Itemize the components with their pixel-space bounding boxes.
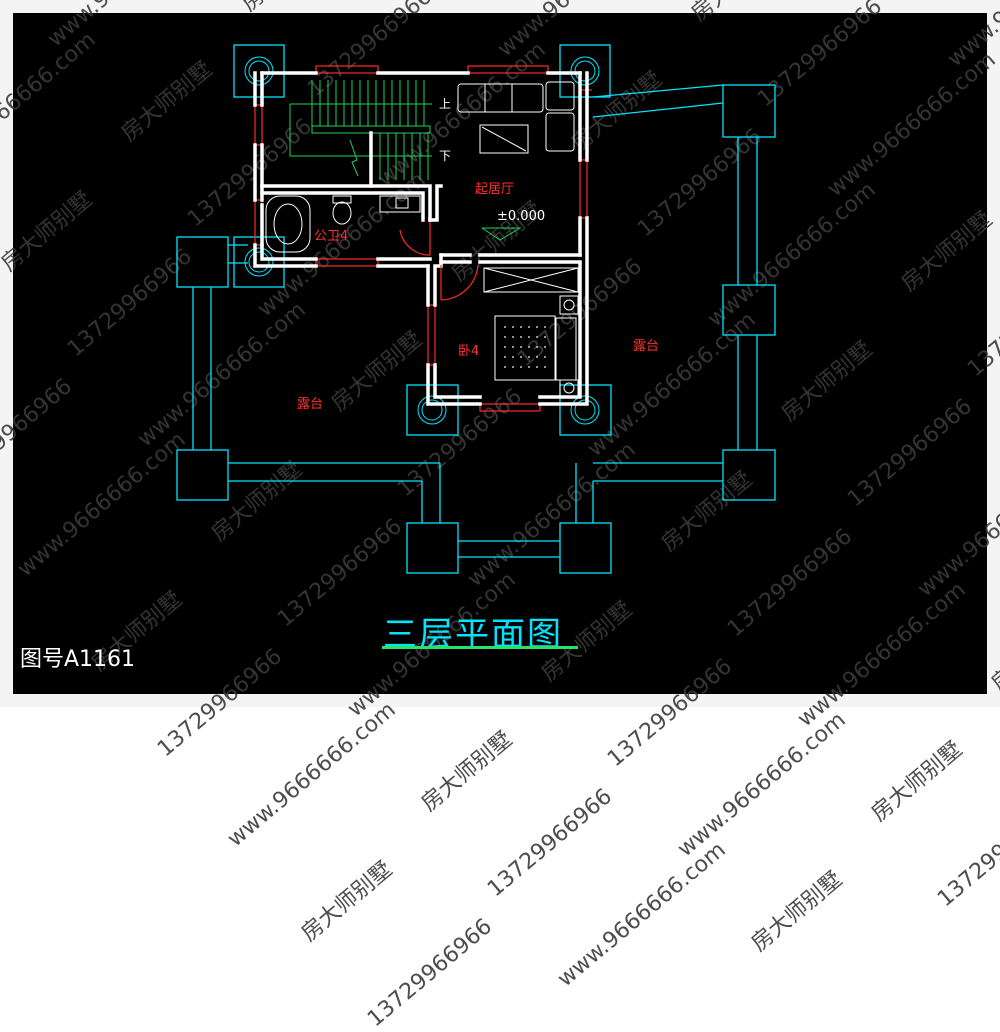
window: [315, 258, 379, 267]
room-label-bedroom: 卧4: [458, 344, 479, 359]
room-label-living: 起居厅: [475, 182, 514, 197]
coffee-table: [479, 124, 529, 154]
elevation-marker: [481, 227, 522, 241]
watermark-text: 13729966966: [363, 914, 498, 1032]
toilet: [332, 201, 352, 225]
window-group: [254, 65, 592, 412]
title-underline: [382, 646, 578, 649]
column: [559, 522, 612, 574]
door-swing: [440, 264, 479, 301]
sink: [379, 195, 421, 213]
column-detail-group: [244, 56, 600, 425]
watermark-text: 房大师别墅: [416, 726, 518, 817]
watermark-text: 房大师别墅: [746, 866, 848, 957]
watermark-text: 13729966966: [933, 794, 1000, 913]
room-label-terrace-left: 露台: [297, 397, 323, 412]
window: [579, 159, 588, 219]
staircase: [289, 80, 432, 180]
watermark-text: www.9666666.com: [223, 697, 401, 853]
door-swing: [399, 222, 431, 256]
bed: [494, 315, 556, 381]
column: [722, 449, 776, 501]
room-label-terrace-right: 露台: [633, 339, 659, 354]
watermark-text: www.9666666.com: [673, 707, 851, 863]
wardrobe: [483, 267, 579, 293]
column-group: [176, 44, 776, 574]
armchair: [545, 112, 575, 152]
column: [176, 236, 229, 288]
column: [233, 44, 285, 98]
nightstand: [559, 379, 579, 397]
column: [406, 384, 459, 436]
stair-down-label: 下: [439, 149, 451, 163]
bed-pattern: [504, 326, 546, 368]
watermark-text: www.9666666.com: [553, 837, 731, 993]
window: [479, 403, 541, 412]
stair-up-label: 上: [439, 97, 451, 111]
bathtub: [265, 195, 311, 253]
watermark-text: 房大师别墅: [866, 736, 968, 827]
column: [233, 236, 285, 288]
window: [254, 104, 263, 146]
column: [176, 449, 229, 501]
furniture: [265, 81, 579, 397]
column: [722, 284, 776, 336]
column: [559, 44, 611, 98]
door-group: [399, 222, 479, 301]
room-label-bathroom: 公卫4: [314, 229, 348, 244]
watermark-text: 房大师别墅: [296, 856, 398, 947]
column: [406, 522, 459, 574]
watermark-text: 13729966966: [483, 784, 618, 903]
window: [315, 65, 379, 74]
column: [722, 84, 776, 138]
drawing-number: 图号A1161: [20, 647, 136, 672]
sofa: [457, 83, 544, 113]
walls: [253, 71, 589, 406]
elevation-label: ±0.000: [497, 209, 545, 224]
terrace-outline: [192, 84, 758, 558]
window: [467, 65, 549, 74]
window: [427, 304, 436, 366]
nightstand: [559, 295, 579, 315]
floor-plan: 起居厅 公卫4 卧4 露台 露台 ±0.000 上 下: [176, 44, 776, 574]
